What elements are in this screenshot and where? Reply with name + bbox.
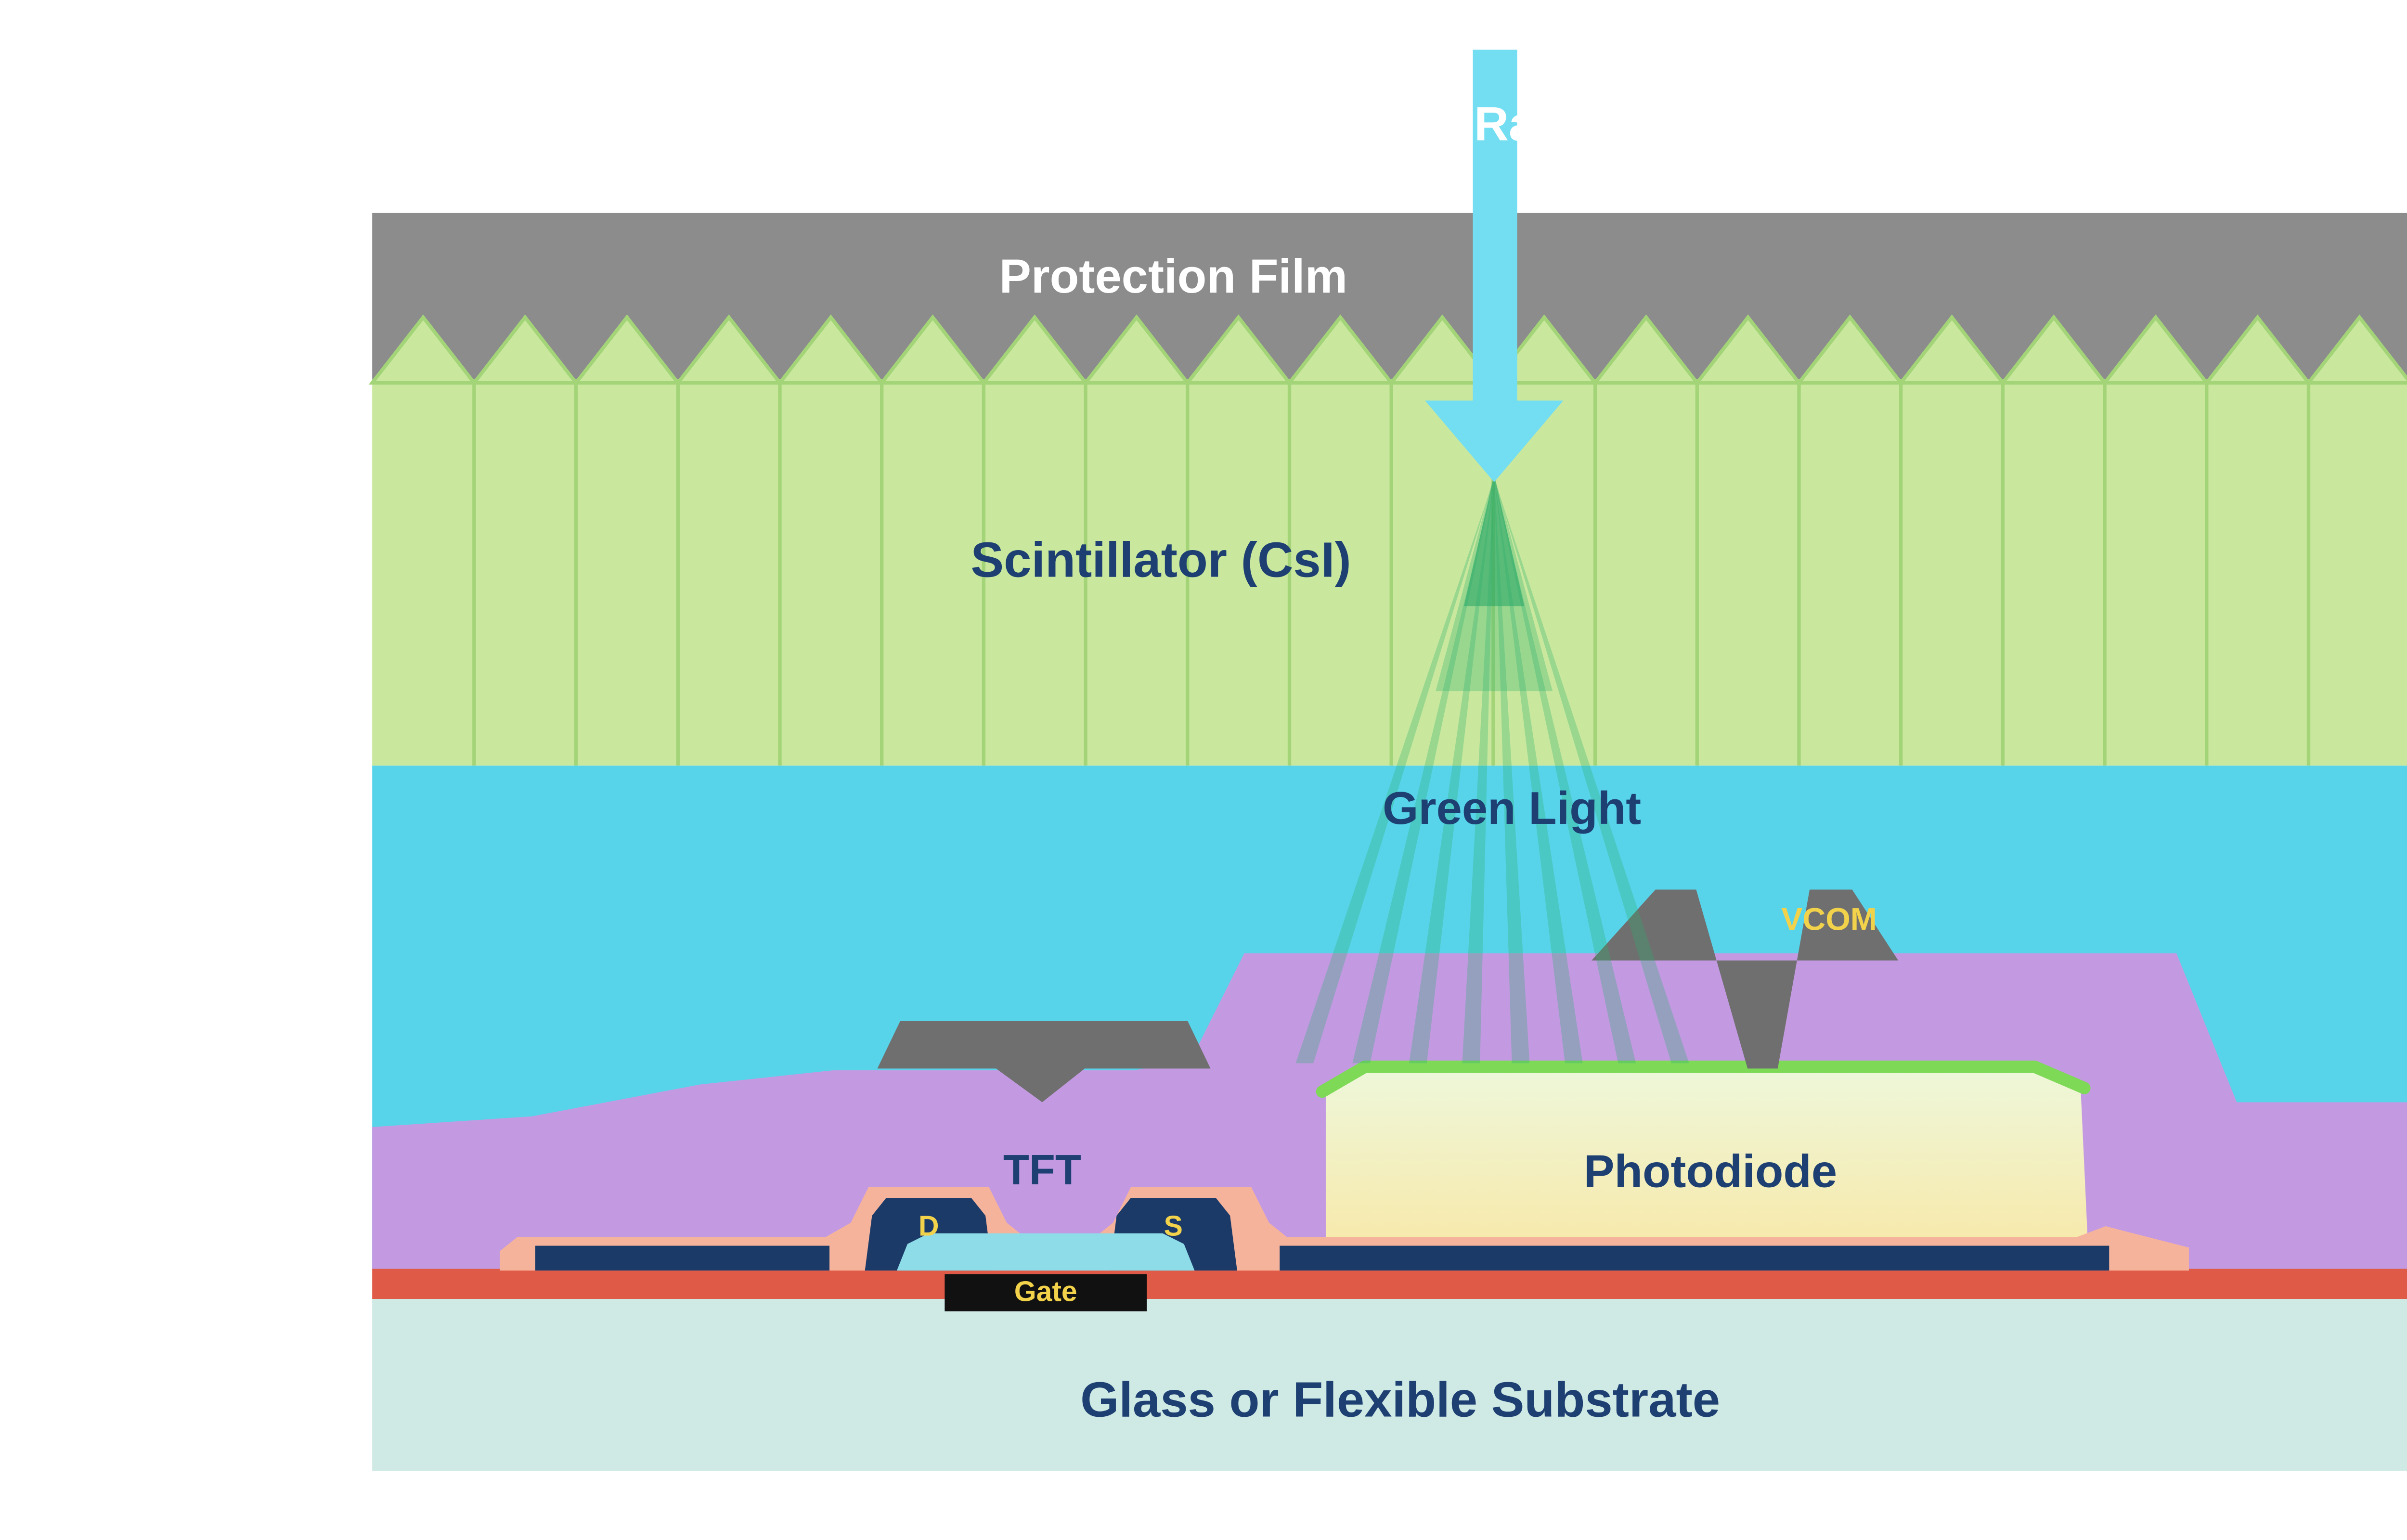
protection-film-band	[372, 213, 2407, 383]
vcom-label: VCOM	[1781, 901, 1877, 937]
tft-stack	[500, 1187, 2189, 1311]
scintillator-column-tip	[1795, 314, 1905, 385]
photodiode-top-electrode	[1316, 1060, 2091, 1098]
xray-arrow	[1425, 50, 1564, 482]
scintillator-column-tip	[674, 314, 784, 385]
green-light-ray	[1409, 478, 1494, 1064]
semiconductor-channel	[896, 1233, 1195, 1271]
substrate-layer	[372, 1299, 2407, 1471]
scintillator-column-tip	[1285, 314, 1395, 385]
gate-label: Gate	[1014, 1276, 1077, 1308]
photodiode-body	[1325, 1072, 2088, 1244]
scintillator-column-tip	[1387, 314, 1497, 385]
barrier-red-layer	[372, 1269, 2407, 1299]
drain-label: D	[919, 1210, 939, 1242]
pixel-electrode-right	[1280, 1245, 2109, 1271]
scintillator-column-tip	[2304, 314, 2407, 385]
green-light-ray	[1494, 478, 1583, 1064]
green-light-label: Green Light	[1383, 783, 1641, 834]
data-line-electrode-left	[535, 1245, 830, 1271]
scintillator-label: Scintillator (CsI)	[971, 532, 1351, 587]
scintillator-column-tip	[1693, 314, 1803, 385]
scintillator-layer	[368, 314, 2407, 766]
vcom-contact-metal	[1592, 889, 1899, 1069]
tft-label: TFT	[1003, 1146, 1081, 1194]
scintillator-column-tip	[1184, 314, 1294, 385]
green-light-ray	[1295, 478, 1494, 1064]
xray-arrow-head	[1425, 400, 1564, 482]
scintillator-column-tip	[878, 314, 987, 385]
xray-label: X-Ray	[1426, 98, 1562, 151]
scintillator-column-tip	[1082, 314, 1191, 385]
scintillator-column-tip	[2101, 314, 2211, 385]
source-label: S	[1164, 1210, 1183, 1242]
scintillator-columns	[368, 314, 2407, 766]
photodiode-label: Photodiode	[1584, 1146, 1837, 1197]
protection-film-layer	[372, 213, 2407, 383]
scintillator-column-tip	[572, 314, 682, 385]
protection-film-label: Protection Film	[999, 250, 1347, 303]
photodiode-stack	[1316, 1060, 2091, 1244]
substrate-label: Glass or Flexible Substrate	[1080, 1372, 1720, 1427]
scintillator-column-tip	[1592, 314, 1701, 385]
scintillator-column-tip	[1489, 314, 1599, 385]
scintillator-column-tip	[2203, 314, 2313, 385]
gate-electrode	[945, 1274, 1147, 1311]
light-shield-metal	[877, 1020, 1211, 1103]
green-light-core-halo	[1436, 475, 1553, 692]
scintillator-column-tip	[470, 314, 580, 385]
xray-arrow-shaft	[1473, 50, 1517, 404]
scintillator-column-tip	[776, 314, 886, 385]
scintillator-column-tip	[1999, 314, 2109, 385]
scintillator-column-tip	[1897, 314, 2006, 385]
green-light-core	[1464, 475, 1525, 606]
scintillator-column-tip	[980, 314, 1089, 385]
scintillator-column-tip	[368, 314, 478, 385]
